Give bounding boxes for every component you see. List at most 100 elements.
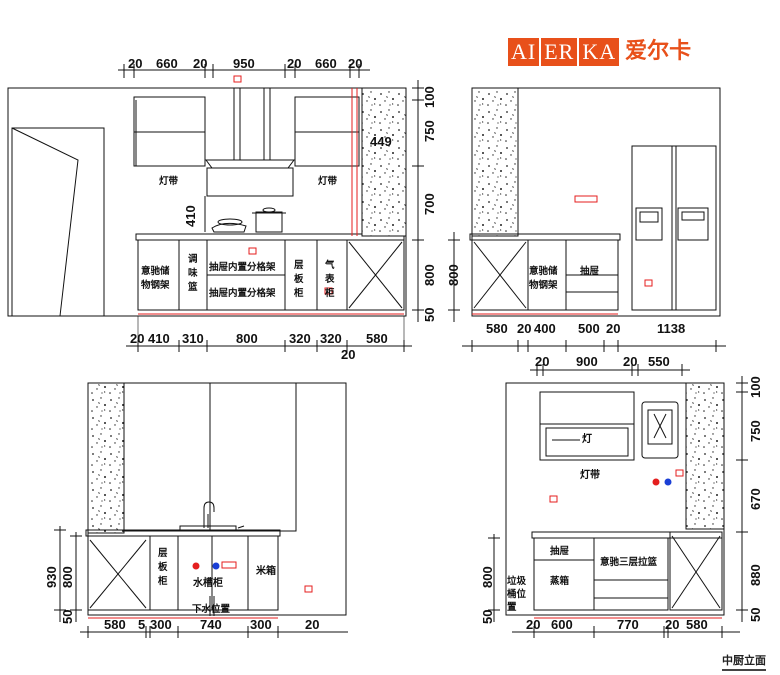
- water-points-c: [192, 562, 220, 570]
- dim-a-wall-cab: 449: [370, 134, 392, 149]
- label-drain: 下水位置: [192, 603, 231, 615]
- red-marker-c2: [304, 585, 313, 593]
- label-rice-cabinet: 米箱: [256, 564, 276, 577]
- label-light-right-a: 灯带: [318, 175, 338, 187]
- water-points-d: [652, 478, 672, 486]
- footer-label: 中厨立面: [722, 652, 766, 671]
- dim-a-bottom-4: 800: [236, 331, 258, 346]
- dim-d-bottom-4: 20: [665, 617, 679, 632]
- label-trash-line2-d: 桶位: [506, 588, 527, 600]
- dim-d-bottom-5: 580: [686, 617, 708, 632]
- dim-d-bottom-3: 770: [617, 617, 639, 632]
- elevation-a-labels: 20 660 20 950 20 660 20 100 750 700 800 …: [128, 56, 437, 362]
- dim-c-left-1: 930: [44, 566, 59, 588]
- label-cab4-line3-a: 柜: [293, 287, 304, 299]
- brand-letter-3: KA: [579, 38, 620, 66]
- label-trash-line3-d: 置: [507, 601, 517, 613]
- wall-cabinet-d: [539, 391, 635, 461]
- dim-d-right-1: 100: [748, 376, 763, 398]
- dim-a-top-3: 20: [193, 56, 207, 71]
- label-cab4-line2-a: 板: [294, 273, 304, 285]
- red-marker-a3: [324, 287, 333, 295]
- label-drawer-b: 抽屉: [580, 265, 600, 277]
- dim-d-left-1: 800: [480, 566, 495, 588]
- dim-d-right-3: 670: [748, 488, 763, 510]
- label-sink-cabinet: 水槽柜: [192, 576, 223, 589]
- label-cab5-line1-a: 气: [324, 259, 335, 271]
- door-frame-a: [11, 127, 105, 316]
- base-cabinets-d: [533, 537, 669, 611]
- label-cab1-line2-a: 物钢架: [141, 279, 170, 291]
- dim-d-bottom-2: 600: [551, 617, 573, 632]
- brand-logo: AI ER KA 爱尔卡: [508, 38, 691, 66]
- label-cab1-line1-b: 意驰储: [529, 265, 558, 277]
- base-cabinets-a: [137, 239, 405, 311]
- dim-c-bottom-4: 740: [200, 617, 222, 632]
- label-cab5-line3-a: 柜: [324, 287, 335, 299]
- dim-a-right-3: 700: [422, 193, 437, 215]
- tile-wall-b: [471, 87, 519, 237]
- dim-d-right-2: 750: [748, 420, 763, 442]
- brand-chinese-name: 爱尔卡: [625, 39, 692, 64]
- label-cab4-line1-a: 层: [294, 260, 304, 271]
- brand-letter-1: AI: [508, 38, 540, 66]
- label-cab2-line1-a: 调: [188, 253, 198, 265]
- dim-d-top-2: 900: [576, 354, 598, 369]
- range-hood-a: [205, 87, 295, 197]
- label-cab2-line3-a: 篮: [187, 281, 198, 293]
- elevation-c-labels: 930 800 50 层 板 柜 水槽柜 米箱 下水位置 580 5 300 7…: [44, 548, 319, 632]
- dim-b-bottom-1: 580: [486, 321, 508, 336]
- dim-d-right-5: 50: [748, 608, 763, 622]
- brand-letter-2: ER: [541, 38, 578, 66]
- dim-a-right-1: 100: [422, 86, 437, 108]
- dim-a-bottom-5: 320: [289, 331, 311, 346]
- label-cab5-line2-a: 表: [324, 273, 335, 285]
- dim-a-bottom-6: 320: [320, 331, 342, 346]
- dim-a-right-5: 50: [422, 308, 437, 322]
- red-marker-b1: [574, 195, 598, 203]
- dim-a-bottom-below: 20: [341, 347, 355, 362]
- elevation-b: [448, 87, 726, 352]
- dim-b-left: 800: [446, 264, 461, 286]
- tile-wall-d: [685, 382, 725, 530]
- label-trash-line1-d: 垃圾: [507, 575, 527, 587]
- label-pull-basket-d: 意驰三层拉篮: [600, 556, 658, 568]
- refrigerator-b: [631, 145, 717, 311]
- label-drawer-d: 抽屉: [550, 545, 570, 557]
- dim-a-right-2: 750: [422, 120, 437, 142]
- dim-c-bottom-3: 300: [150, 617, 172, 632]
- label-drawer-2-a: 抽屉内置分格架: [209, 287, 276, 299]
- dim-c-bottom-5: 300: [250, 617, 272, 632]
- dim-a-top-2: 660: [156, 56, 178, 71]
- dim-d-top-4: 550: [648, 354, 670, 369]
- corner-cabinet-d: [669, 531, 723, 611]
- dim-a-right-4: 800: [422, 264, 437, 286]
- dim-a-top-5: 20: [287, 56, 301, 71]
- dim-a-bottom-7: 580: [366, 331, 388, 346]
- door-swing-a: [11, 127, 79, 317]
- dim-a-top-6: 660: [315, 56, 337, 71]
- top-dim-ticks-a: [123, 64, 360, 78]
- elevation-d-labels: 20 900 20 550 100 750 670 880 50 800 50 …: [480, 354, 763, 632]
- microwave-d: [545, 427, 629, 457]
- label-drawer-1-a: 抽屉内置分格架: [209, 261, 276, 273]
- cold-water-icon: [212, 562, 220, 570]
- red-marker-d1: [549, 495, 558, 503]
- dim-a-bottom-1: 20: [130, 331, 144, 346]
- dim-d-left-2: 50: [480, 610, 495, 624]
- dim-b-bottom-6: 1138: [657, 321, 685, 336]
- water-heater-d: [641, 401, 679, 459]
- hot-water-icon-d: [652, 478, 660, 486]
- label-cab1-line1-a: 意驰储: [141, 265, 170, 277]
- stove-pots-a: [211, 207, 286, 233]
- label-cab2-line2-a: 味: [188, 267, 198, 279]
- elevation-a: [7, 64, 424, 352]
- label-cab1-line3-c: 柜: [157, 575, 168, 587]
- dim-a-top-7: 20: [348, 56, 362, 71]
- dim-d-right-4: 880: [748, 564, 763, 586]
- tile-wall-c: [87, 382, 125, 534]
- dim-c-bottom-1: 580: [104, 617, 126, 632]
- label-steamer-d: 蒸箱: [550, 575, 570, 587]
- cold-water-icon-d: [664, 478, 672, 486]
